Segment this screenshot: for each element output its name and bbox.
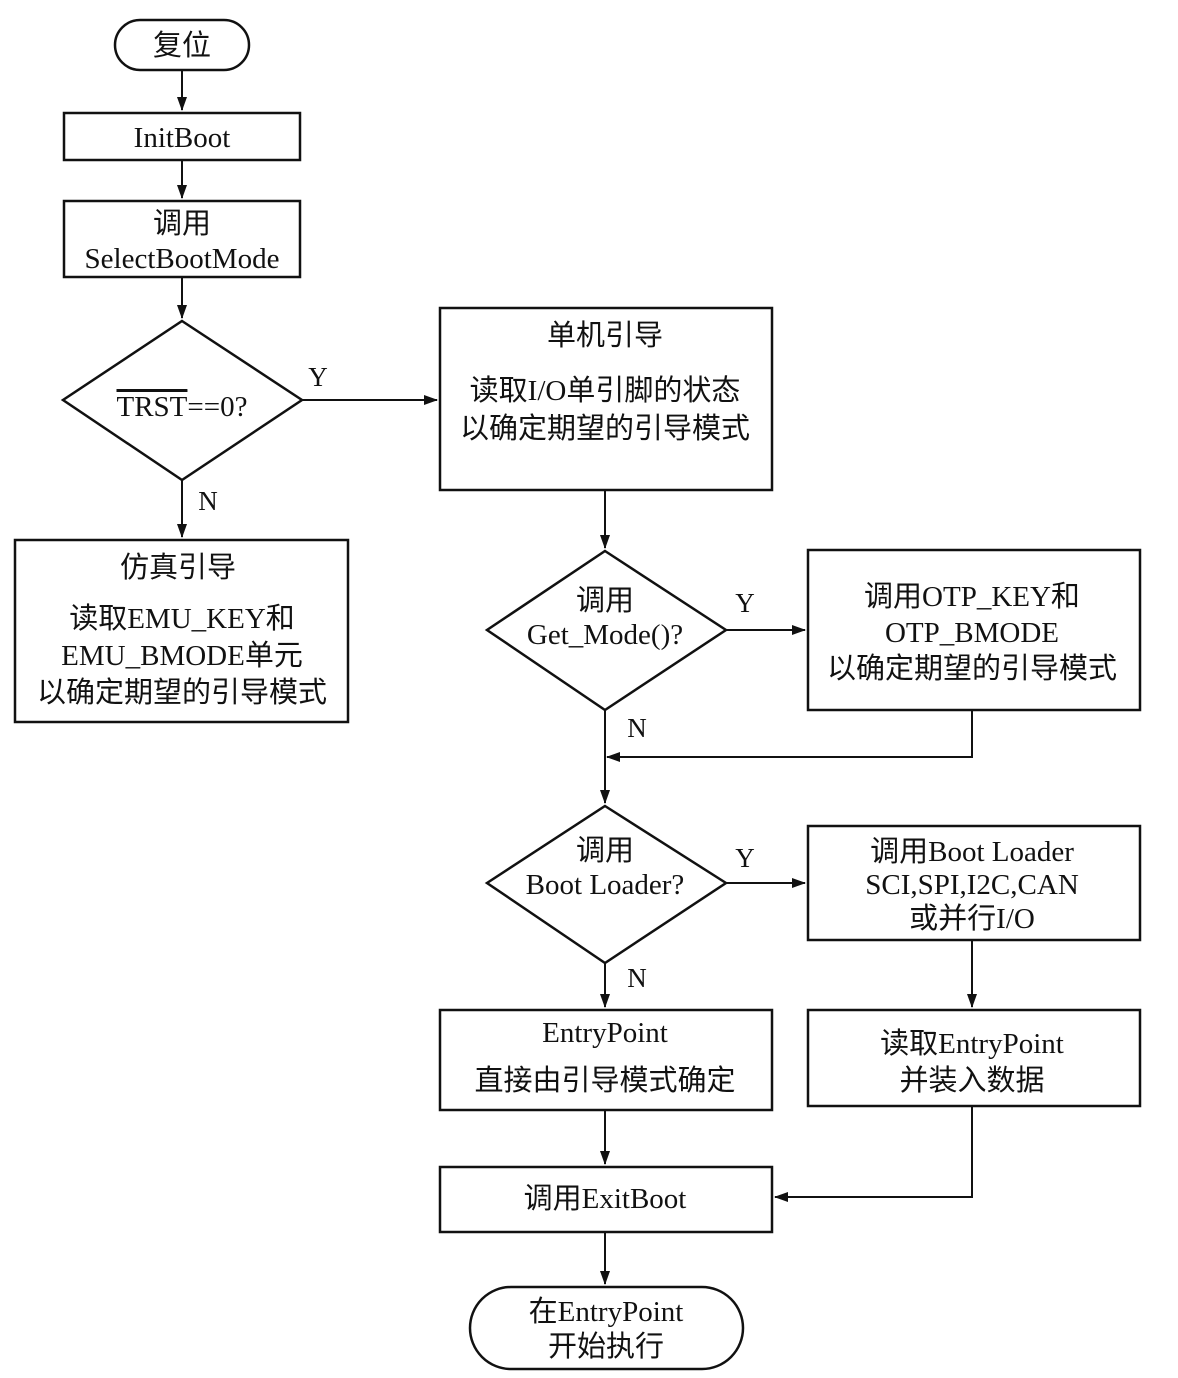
bootloader-call-box bbox=[806, 824, 1142, 942]
exitboot-box bbox=[438, 1165, 774, 1234]
node-exitboot: 调用ExitBoot bbox=[438, 1165, 774, 1234]
arrow-otp-merge bbox=[606, 710, 973, 762]
bootloader-no-label: N bbox=[627, 963, 647, 993]
getmode-line1: 调用 bbox=[576, 585, 634, 617]
node-select-boot: 调用 SelectBootMode bbox=[62, 199, 302, 279]
standalone-title: 单机引导 bbox=[547, 319, 663, 352]
trst-yes-label: Y bbox=[308, 362, 328, 392]
select-boot-line2: SelectBootMode bbox=[85, 243, 280, 275]
arrow-readentry-to-exitboot bbox=[774, 1106, 973, 1202]
trst-overline-text: TRST bbox=[117, 391, 188, 423]
node-standalone: 单机引导 读取I/O单引脚的状态 以确定期望的引导模式 bbox=[438, 306, 774, 492]
standalone-line2: 以确定期望的引导模式 bbox=[460, 412, 750, 445]
initboot-label: InitBoot bbox=[134, 122, 231, 154]
trst-diamond bbox=[60, 319, 305, 482]
emulation-line1: 读取EMU_KEY和 bbox=[69, 602, 295, 635]
getmode-yes-label: Y bbox=[735, 588, 755, 618]
getmode-diamond bbox=[484, 549, 729, 712]
emulation-line3: 以确定期望的引导模式 bbox=[37, 676, 327, 709]
node-bootloader-call: 调用Boot Loader SCI,SPI,I2C,CAN 或并行I/O bbox=[806, 824, 1142, 942]
node-getmode-decision: 调用 Get_Mode()? bbox=[484, 549, 729, 712]
getmode-no-label: N bbox=[627, 713, 647, 743]
emulation-box bbox=[13, 538, 350, 724]
select-boot-box bbox=[62, 199, 302, 279]
trst-no-label: N bbox=[198, 486, 218, 516]
node-start: 在EntryPoint 开始执行 bbox=[468, 1285, 745, 1371]
getmode-line2: Get_Mode()? bbox=[527, 619, 683, 651]
trst-label: TRST==0? bbox=[117, 391, 248, 423]
bootloader-call-line2: SCI,SPI,I2C,CAN bbox=[865, 869, 1079, 901]
node-bootloader-decision: 调用 Boot Loader? bbox=[484, 804, 729, 965]
bootloader-yes-label: Y bbox=[735, 843, 755, 873]
entry-direct-line1: EntryPoint bbox=[542, 1017, 668, 1049]
node-otp: 调用OTP_KEY和 OTP_BMODE 以确定期望的引导模式 bbox=[806, 548, 1142, 712]
reset-terminal bbox=[113, 18, 251, 72]
emulation-title: 仿真引导 bbox=[120, 551, 236, 584]
entry-direct-box bbox=[438, 1008, 774, 1112]
initboot-box bbox=[62, 111, 302, 162]
bootloader-q-line1: 调用 bbox=[576, 835, 634, 867]
emulation-line2: EMU_BMODE单元 bbox=[61, 639, 303, 672]
start-line1: 在EntryPoint bbox=[529, 1295, 684, 1328]
node-emulation: 仿真引导 读取EMU_KEY和 EMU_BMODE单元 以确定期望的引导模式 bbox=[13, 538, 350, 724]
otp-line1: 调用OTP_KEY和 bbox=[864, 581, 1080, 613]
node-initboot: InitBoot bbox=[62, 111, 302, 162]
branch-labels: Y N Y N Y N bbox=[198, 362, 755, 993]
standalone-box bbox=[438, 306, 774, 492]
entry-read-line1: 读取EntryPoint bbox=[880, 1027, 1064, 1060]
reset-label: 复位 bbox=[153, 29, 211, 62]
connectors bbox=[177, 70, 977, 1285]
standalone-line1: 读取I/O单引脚的状态 bbox=[470, 374, 741, 407]
entry-read-line2: 并装入数据 bbox=[899, 1064, 1044, 1097]
exitboot-label: 调用ExitBoot bbox=[524, 1183, 687, 1215]
bootloader-call-line3: 或并行I/O bbox=[909, 902, 1035, 935]
bootloader-q-line2: Boot Loader? bbox=[526, 869, 685, 901]
entry-direct-line2: 直接由引导模式确定 bbox=[474, 1064, 735, 1097]
trst-condition-text: ==0? bbox=[187, 391, 247, 423]
node-entry-read: 读取EntryPoint 并装入数据 bbox=[806, 1008, 1142, 1108]
otp-line2: OTP_BMODE bbox=[885, 617, 1059, 649]
node-entry-direct: EntryPoint 直接由引导模式确定 bbox=[438, 1008, 774, 1112]
start-line2: 开始执行 bbox=[548, 1330, 664, 1363]
start-terminal bbox=[468, 1285, 745, 1371]
node-trst-decision: TRST==0? bbox=[60, 319, 305, 482]
select-boot-line1: 调用 bbox=[153, 208, 211, 240]
bootloader-call-line1: 调用Boot Loader bbox=[870, 836, 1074, 868]
otp-line3: 以确定期望的引导模式 bbox=[827, 652, 1117, 685]
otp-box bbox=[806, 548, 1142, 712]
entry-read-box bbox=[806, 1008, 1142, 1108]
node-reset: 复位 bbox=[113, 18, 251, 72]
bootloader-diamond bbox=[484, 804, 729, 965]
